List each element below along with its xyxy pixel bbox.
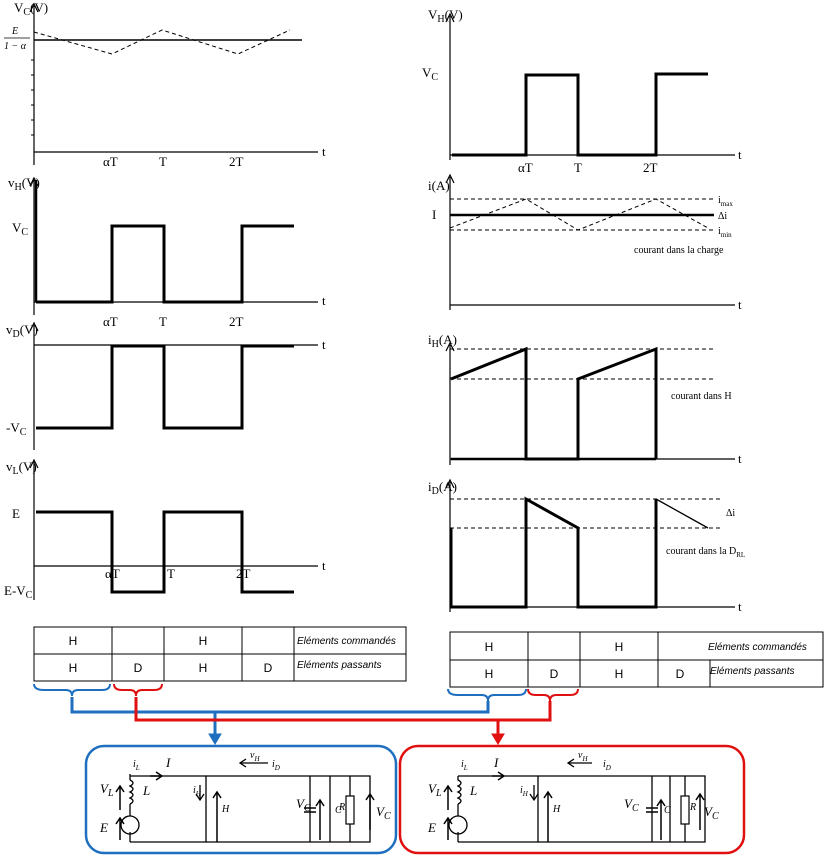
- svg-text:VL: VL: [100, 781, 114, 799]
- table-left-r1c1: H: [69, 634, 78, 648]
- svg-text:t: t: [322, 144, 326, 159]
- svg-text:E-VC: E-VC: [4, 583, 33, 601]
- svg-text:t: t: [738, 451, 742, 466]
- svg-text:VH(V): VH(V): [428, 7, 463, 25]
- svg-text:2T: 2T: [643, 160, 658, 175]
- svg-text:H: H: [221, 804, 230, 815]
- svg-text:courant dans la charge: courant dans la charge: [634, 245, 724, 256]
- table-right: H H Eléments commandés H D H D Eléments …: [449, 631, 824, 688]
- svg-text:vL(V): vL(V): [6, 459, 37, 477]
- svg-text:t: t: [738, 297, 742, 312]
- svg-text:courant dans la DRL: courant dans la DRL: [666, 546, 745, 559]
- svg-text:αT: αT: [103, 154, 118, 169]
- svg-text:T: T: [574, 160, 582, 175]
- graph-vh-left: vH(V) VC t αT T 2T: [8, 175, 326, 329]
- svg-text:imax: imax: [718, 195, 733, 208]
- svg-text:2T: 2T: [236, 566, 251, 581]
- svg-text:iH(A): iH(A): [428, 332, 457, 350]
- svg-text:iD: iD: [272, 759, 280, 772]
- table-left-r2c2: D: [134, 661, 143, 675]
- svg-text:2T: 2T: [229, 154, 244, 169]
- graph-i-load: i(A) imax imin I Δi courant dans la char…: [428, 173, 742, 312]
- svg-text:T: T: [159, 154, 167, 169]
- connectors: [33, 683, 579, 745]
- svg-text:VC: VC: [296, 796, 311, 814]
- table-left: H H Eléments commandés H D H D Eléments …: [33, 626, 407, 682]
- table-right-r1-label: Eléments commandés: [708, 642, 807, 653]
- table-right-r2c2: D: [550, 667, 559, 681]
- svg-text:VC: VC: [376, 804, 391, 822]
- table-left-r2c3: H: [199, 661, 208, 675]
- table-right-r1c3: H: [615, 640, 624, 654]
- svg-text:iD: iD: [603, 759, 611, 772]
- svg-text:αT: αT: [518, 160, 533, 175]
- graph-vc: VC(V) E 1 − α t αT T 2T: [4, 0, 326, 169]
- svg-text:-VC: -VC: [6, 420, 27, 438]
- svg-text:vH: vH: [250, 750, 260, 763]
- table-right-r2-label: Eléments passants: [710, 666, 795, 677]
- svg-text:2T: 2T: [229, 314, 244, 329]
- table-left-r2c1: H: [69, 661, 78, 675]
- svg-text:iH: iH: [520, 785, 529, 798]
- svg-text:Δi: Δi: [726, 508, 735, 519]
- graph-id: iD(A) Δi courant dans la DRL t: [428, 478, 745, 614]
- svg-text:Δi: Δi: [718, 211, 727, 222]
- svg-text:C: C: [335, 805, 342, 816]
- graph-ih: iH(A) courant dans H t: [428, 332, 742, 466]
- svg-text:E: E: [12, 506, 20, 521]
- svg-text:T: T: [167, 566, 175, 581]
- svg-text:i(A): i(A): [428, 178, 450, 193]
- graph-vh-right: VH(V) VC t αT T 2T: [422, 7, 742, 175]
- graph-vl: vL(V) E E-VC t αT T 2T: [4, 458, 326, 601]
- svg-text:C: C: [664, 805, 671, 816]
- table-right-r2c1: H: [485, 667, 494, 681]
- table-left-r1c3: H: [199, 634, 208, 648]
- svg-text:αT: αT: [103, 314, 118, 329]
- svg-text:E: E: [11, 26, 18, 37]
- table-left-r2-label: Eléments passants: [297, 660, 382, 671]
- circuit-h-on: VL iL L I iH H vH iD E VC C R VC: [84, 744, 398, 855]
- circuit-d-on: VL iL L I iH H vH iD E VC C R VC: [398, 744, 746, 855]
- svg-text:vD(V): vD(V): [6, 322, 38, 340]
- svg-text:t: t: [322, 558, 326, 573]
- svg-text:I: I: [432, 207, 436, 222]
- svg-text:VC: VC: [12, 220, 28, 238]
- svg-text:L: L: [142, 783, 150, 798]
- table-right-r1c1: H: [485, 640, 494, 654]
- table-right-r2c3: H: [615, 667, 624, 681]
- svg-text:H: H: [552, 804, 561, 815]
- svg-text:I: I: [493, 755, 499, 770]
- svg-text:VC: VC: [422, 65, 438, 83]
- svg-text:I: I: [165, 755, 171, 770]
- svg-text:iL: iL: [133, 759, 140, 772]
- svg-text:courant dans H: courant dans H: [671, 391, 732, 402]
- svg-text:VC: VC: [704, 804, 719, 822]
- svg-text:imin: imin: [718, 226, 732, 239]
- graph-vd: vD(V) -VC t: [6, 321, 326, 450]
- svg-text:iD(A): iD(A): [428, 479, 457, 497]
- svg-text:E: E: [427, 820, 436, 835]
- svg-text:VC: VC: [624, 796, 639, 814]
- svg-text:t: t: [322, 337, 326, 352]
- svg-text:L: L: [469, 783, 477, 798]
- svg-text:E: E: [99, 820, 108, 835]
- table-left-r2c4: D: [264, 661, 273, 675]
- table-right-r2c4: D: [676, 667, 685, 681]
- svg-text:iL: iL: [461, 759, 468, 772]
- svg-text:t: t: [322, 293, 326, 308]
- svg-text:αT: αT: [105, 566, 120, 581]
- svg-text:T: T: [159, 314, 167, 329]
- svg-text:vH: vH: [578, 750, 588, 763]
- svg-text:1 − α: 1 − α: [4, 41, 27, 52]
- svg-text:VL: VL: [428, 781, 442, 799]
- svg-text:t: t: [738, 599, 742, 614]
- svg-text:R: R: [689, 802, 696, 813]
- table-left-r1-label: Eléments commandés: [297, 636, 396, 647]
- svg-text:VC(V): VC(V): [14, 0, 48, 18]
- svg-text:R: R: [338, 802, 345, 813]
- svg-text:iH: iH: [193, 785, 202, 798]
- svg-text:t: t: [738, 147, 742, 162]
